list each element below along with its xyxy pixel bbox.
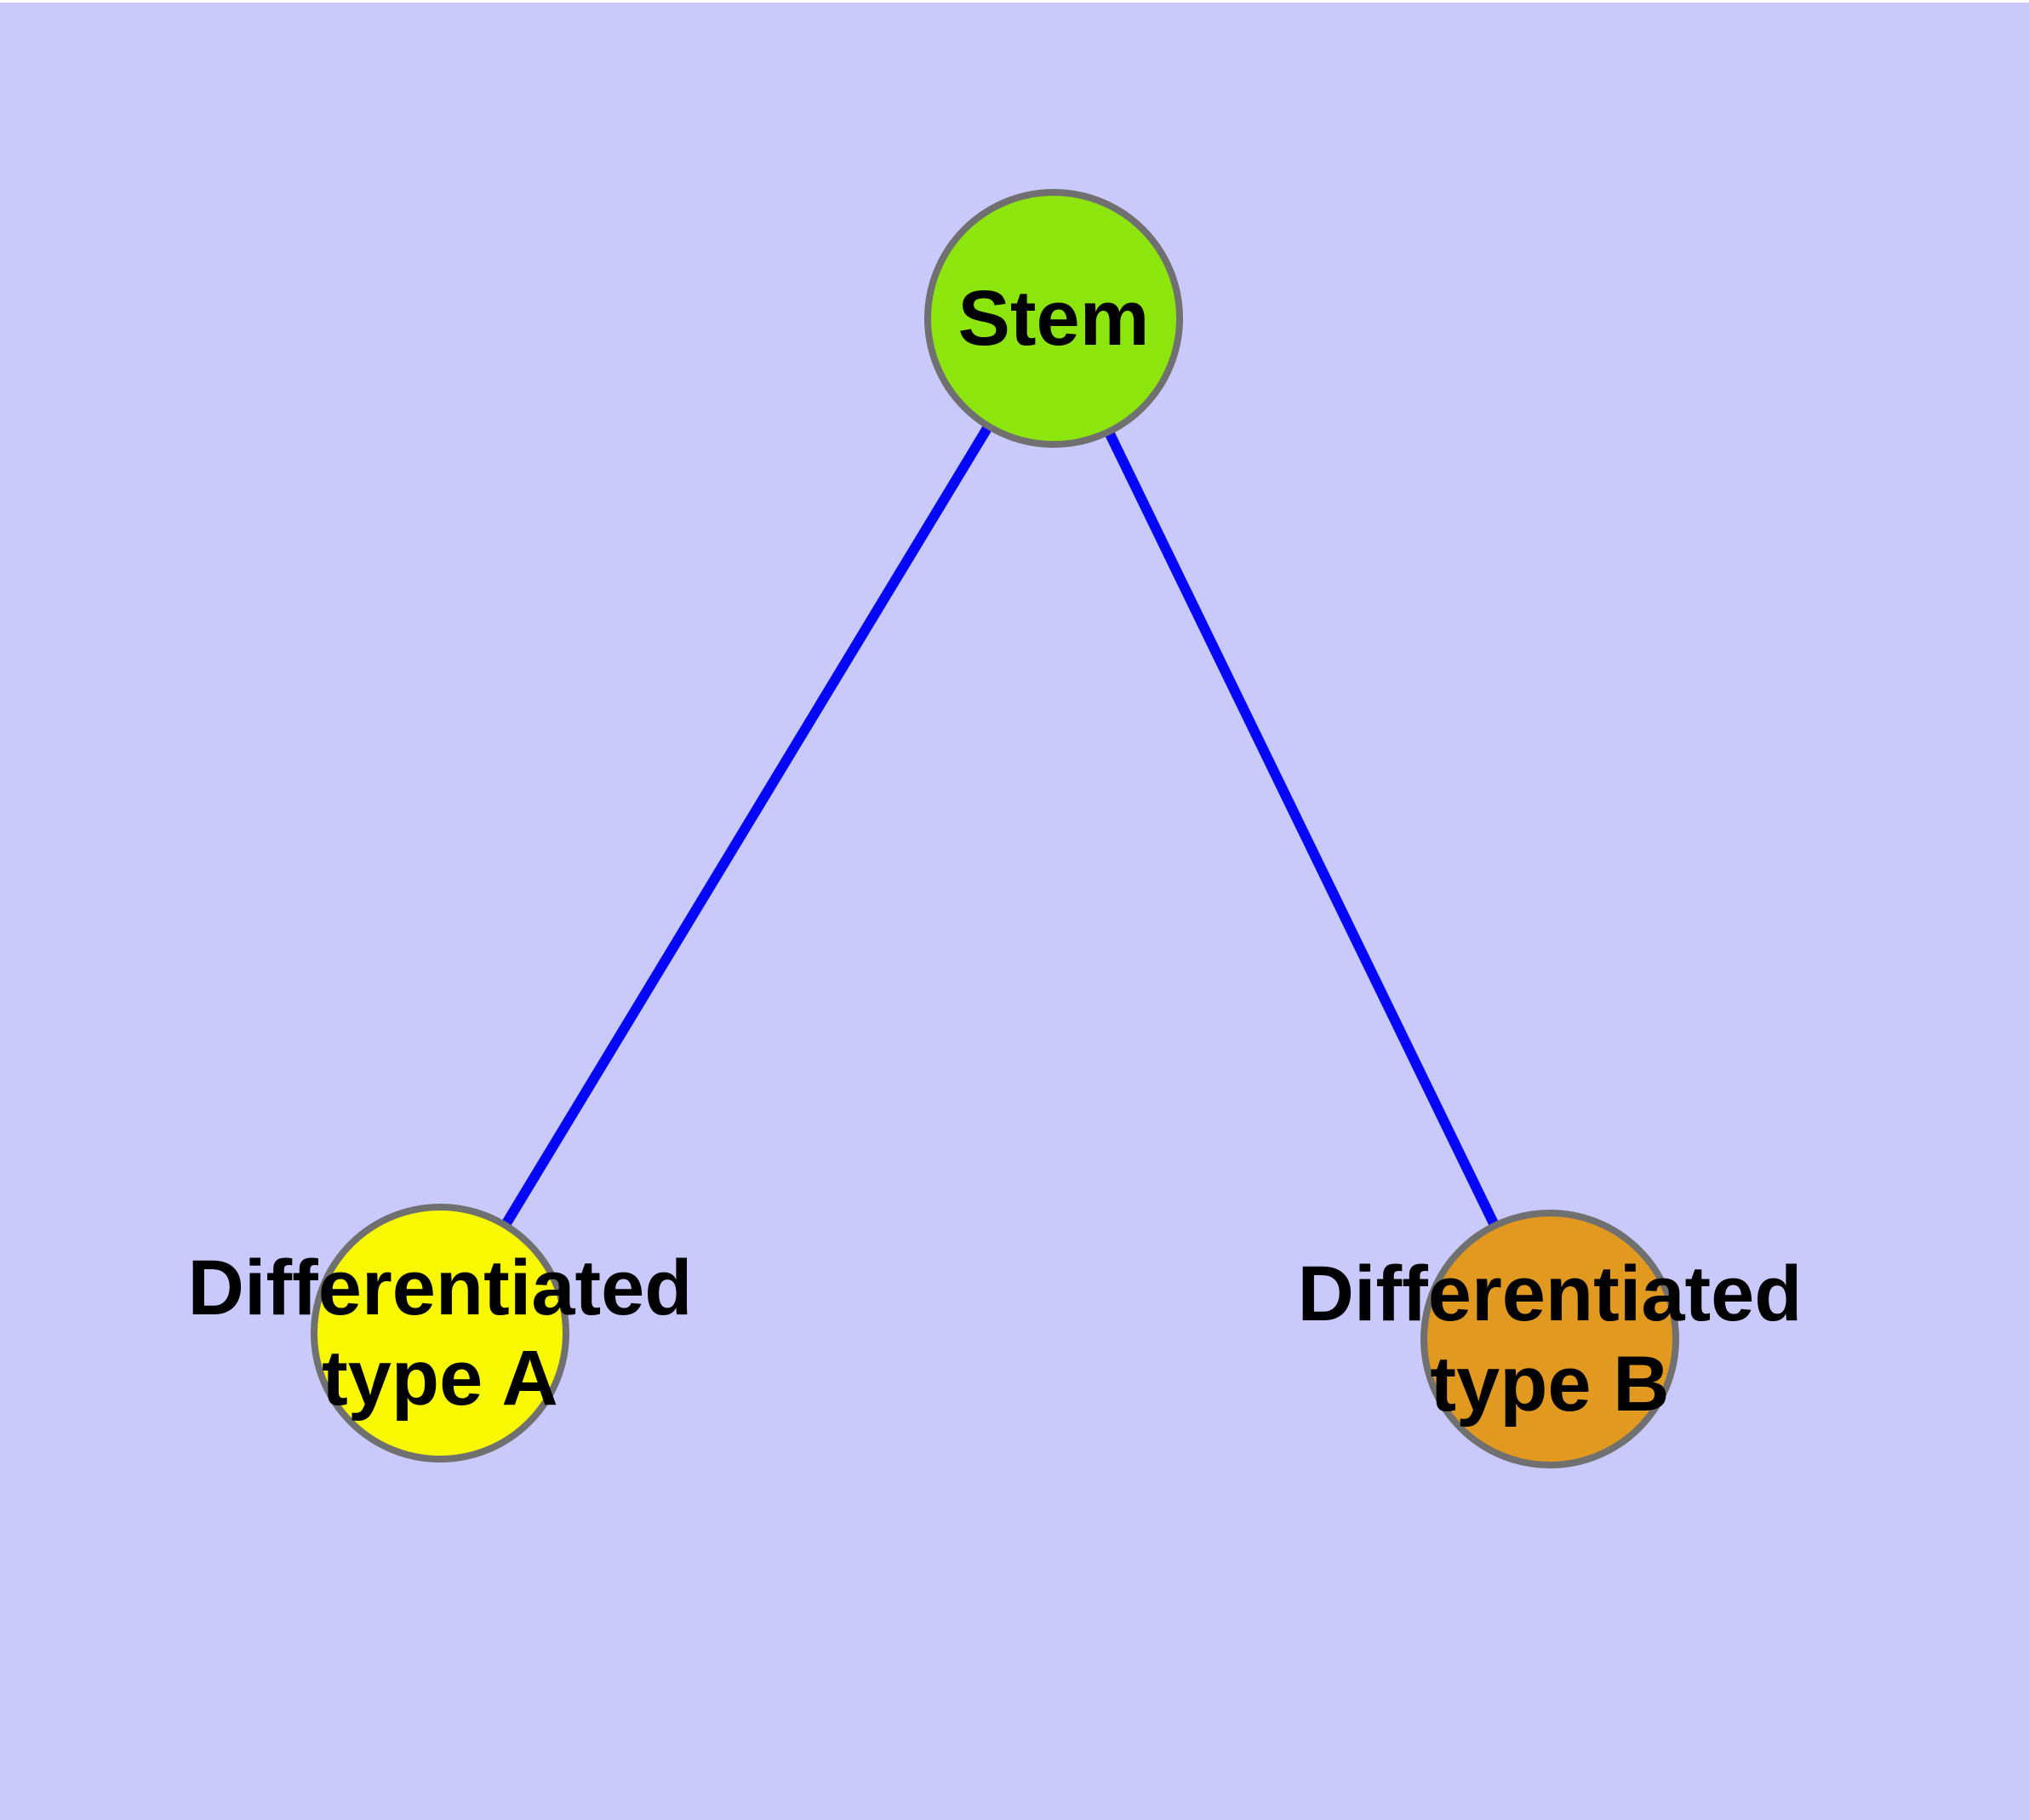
node-label-line-differentiated-type-b-0: Differentiated: [1298, 1251, 1803, 1337]
node-stem: [924, 189, 1183, 448]
canvas-top-margin: [0, 0, 2029, 3]
node-label-line-differentiated-type-a-0: Differentiated: [188, 1245, 693, 1331]
node-label-stem: Stem: [958, 275, 1150, 362]
node-differentiated-type-a: [311, 1204, 569, 1462]
node-circle-differentiated-type-b: [1420, 1210, 1679, 1468]
node-circle-stem: [924, 189, 1183, 448]
node-circle-differentiated-type-a: [311, 1204, 569, 1462]
node-label-line-differentiated-type-a-1: type A: [322, 1335, 558, 1422]
node-differentiated-type-b: [1420, 1210, 1679, 1468]
node-label-line-stem-0: Stem: [958, 275, 1150, 362]
edge-stem-to-differentiated-type-b: [1049, 316, 1555, 1342]
edge-stem-to-differentiated-type-a: [435, 315, 1059, 1336]
node-label-line-differentiated-type-b-1: type B: [1430, 1341, 1669, 1428]
